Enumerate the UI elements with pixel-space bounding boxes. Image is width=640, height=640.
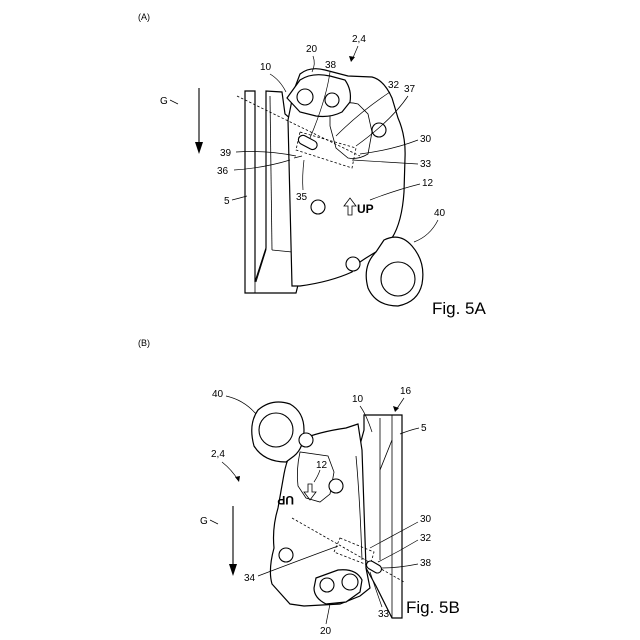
up-marker-a: UP: [357, 202, 374, 216]
label-20-b: 20: [320, 626, 332, 637]
figure-5b: (B) G: [138, 338, 460, 637]
label-35-a: 35: [296, 192, 308, 203]
label-20-a: 20: [306, 44, 318, 55]
caption-a: Fig. 5A: [432, 299, 487, 318]
label-2-4-a: 2,4: [352, 34, 366, 45]
label-12-a: 12: [422, 178, 434, 189]
housing-hole-2-a: [311, 200, 325, 214]
label-40-b: 40: [212, 389, 224, 400]
gravity-arrowhead-a: [195, 142, 203, 154]
pivot-hole-a: [297, 89, 313, 105]
label-38-a: 38: [325, 60, 337, 71]
housing-hole-1-b: [299, 433, 313, 447]
gravity-label-b: G: [200, 516, 208, 527]
label-33-a: 33: [420, 159, 432, 170]
gravity-leader-b: [210, 520, 218, 524]
gravity-arrowhead-b: [229, 564, 237, 576]
housing-hole-2-b: [329, 479, 343, 493]
panel-label-a: (A): [138, 12, 150, 22]
up-marker-b: UP: [277, 493, 294, 507]
pivot-pin-a: [325, 93, 339, 107]
label-32-b: 32: [420, 533, 432, 544]
label-39-a: 39: [220, 148, 232, 159]
pivot-pin-b: [320, 578, 334, 592]
label-40-a: 40: [434, 208, 446, 219]
label-34-b: 34: [244, 573, 256, 584]
label-36-a: 36: [217, 166, 229, 177]
label-38-b: 38: [420, 558, 432, 569]
panel-label-b: (B): [138, 338, 150, 348]
label-16-b: 16: [400, 386, 412, 397]
gravity-leader-a: [170, 100, 178, 104]
label-5-b: 5: [421, 423, 427, 434]
label-10-b: 10: [352, 394, 364, 405]
label-30-a: 30: [420, 134, 432, 145]
label-5-a: 5: [224, 196, 230, 207]
label-33-b: 33: [378, 609, 390, 620]
housing-hole-3-a: [346, 257, 360, 271]
label-10-a: 10: [260, 62, 272, 73]
label-32-a: 32: [388, 80, 400, 91]
pivot-hole-b: [342, 574, 358, 590]
gravity-label-a: G: [160, 96, 168, 107]
label-37-a: 37: [404, 84, 416, 95]
ring-40-b: [252, 402, 304, 462]
figure-5a: (A) G: [138, 12, 487, 318]
label-2-4-b: 2,4: [211, 449, 225, 460]
housing-hole-1-a: [372, 123, 386, 137]
label-12-b: 12: [316, 460, 328, 471]
label-30-b: 30: [420, 514, 432, 525]
housing-hole-3-b: [279, 548, 293, 562]
caption-b: Fig. 5B: [406, 598, 460, 617]
